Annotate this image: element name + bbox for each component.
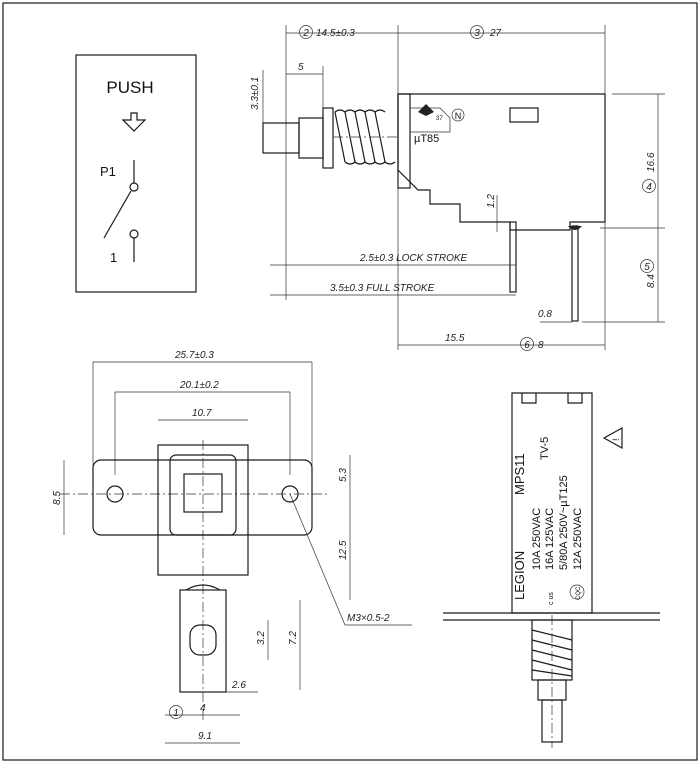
dim-8-5: 8.5	[52, 491, 63, 505]
label-r2: 16A 125VAC	[544, 508, 556, 570]
contact-1-label: 1	[110, 250, 117, 265]
label-tv: TV-5	[539, 437, 551, 460]
callout-3: 3	[474, 28, 480, 39]
switch-schematic: PUSH P1 1	[75, 54, 197, 293]
callout-4: 4	[646, 182, 652, 193]
plunger-collar	[298, 117, 324, 159]
label-r3: 5/80A 250V~µT125	[558, 475, 570, 570]
front-slot	[189, 624, 217, 656]
callout-3-circle	[470, 25, 484, 39]
m3-label: M3×0.5-2	[347, 613, 390, 624]
side-view: 2 14.5±0.3 3 27 5 3.3±0.1 37 N µT85	[250, 25, 665, 351]
dim-3-3: 3.3±0.1	[250, 77, 261, 110]
push-label: PUSH	[106, 78, 153, 97]
dim-25-7: 25.7±0.3	[174, 350, 214, 361]
dim-0-8: 0.8	[538, 309, 552, 320]
mark-n: N	[455, 111, 462, 121]
label-tabs	[521, 393, 583, 404]
spring-bottoms	[344, 161, 396, 165]
mark-n-circle	[451, 108, 465, 122]
dim-20-1: 20.1±0.2	[179, 380, 219, 391]
full-stroke: 3.5±0.3 FULL STROKE	[330, 283, 435, 294]
callout-1: 1	[173, 708, 179, 719]
front-body	[157, 444, 249, 576]
dim-16-6: 16.6	[646, 152, 657, 172]
callout-2: 2	[302, 28, 309, 39]
body-top-window	[509, 107, 539, 123]
dim-1-2: 1.2	[486, 194, 497, 208]
front-button	[183, 473, 223, 513]
schematic-box	[75, 54, 197, 293]
dim-5-3: 5.3	[338, 468, 349, 482]
dim-12-5: 12.5	[338, 540, 349, 560]
terminal-left	[509, 221, 517, 293]
label-cqc: CQC	[576, 586, 582, 600]
callout-6: 6	[524, 340, 530, 351]
label-brand: LEGION	[512, 551, 527, 600]
warning-triangle-icon	[602, 426, 623, 450]
label-r1: 10A 250VAC	[531, 508, 543, 570]
label-cus: c us	[548, 592, 555, 605]
logo-mark-icon	[418, 104, 434, 116]
warning-mark: !	[611, 438, 621, 441]
label-view: LEGION MPS11 TV-5 10A 250VAC 16A 125VAC …	[443, 392, 660, 748]
m3-leader	[289, 493, 346, 626]
dim-10-7: 10.7	[192, 408, 212, 419]
front-head	[169, 454, 237, 536]
label-r4: 12A 250VAC	[572, 508, 584, 570]
label-model: MPS11	[512, 453, 527, 495]
dim-27: 27	[489, 28, 502, 39]
front-spring-top	[185, 584, 221, 591]
callout-1-circle	[169, 705, 183, 719]
contact-top-circle	[129, 182, 139, 192]
dim-7-2: 7.2	[288, 631, 299, 645]
mounting-plate	[92, 459, 313, 536]
dim-9-1: 9.1	[198, 731, 212, 742]
lock-stroke: 2.5±0.3 LOCK STROKE	[359, 253, 468, 264]
dim-15-5: 15.5	[445, 333, 465, 344]
plunger-tip	[262, 122, 300, 154]
solder-dot-icon	[568, 226, 582, 230]
dim-5: 5	[298, 62, 304, 73]
dim-8: 8	[538, 340, 544, 351]
dim-3-2: 3.2	[256, 631, 267, 645]
front-plunger	[179, 589, 227, 693]
spring-tops	[334, 109, 386, 113]
callout-5: 5	[644, 262, 650, 273]
contact-bottom-circle	[129, 229, 139, 239]
dim-2-6: 2.6	[231, 680, 246, 691]
dim-14-5: 14.5±0.3	[316, 28, 355, 39]
plunger-flange	[322, 107, 334, 169]
dim-4: 4	[200, 703, 206, 714]
cqc-circle	[569, 584, 585, 600]
front-view: 25.7±0.3 20.1±0.2 10.7 8.5 5.3 12.5 7.2 …	[52, 350, 412, 744]
mark-37: 37	[436, 116, 443, 122]
dim-8-4: 8.4	[646, 274, 657, 288]
callout-2-circle	[299, 25, 313, 39]
callout-4-circle	[642, 179, 656, 193]
body-front-plate	[397, 93, 411, 189]
switch-blade	[103, 190, 132, 239]
callout-5-circle	[640, 259, 654, 273]
terminal-right	[571, 225, 579, 322]
callout-6-circle	[520, 337, 534, 351]
push-arrow-icon	[121, 112, 147, 132]
mark-ut85: µT85	[414, 133, 439, 145]
switch-body	[397, 93, 606, 231]
p1-label: P1	[100, 164, 116, 179]
